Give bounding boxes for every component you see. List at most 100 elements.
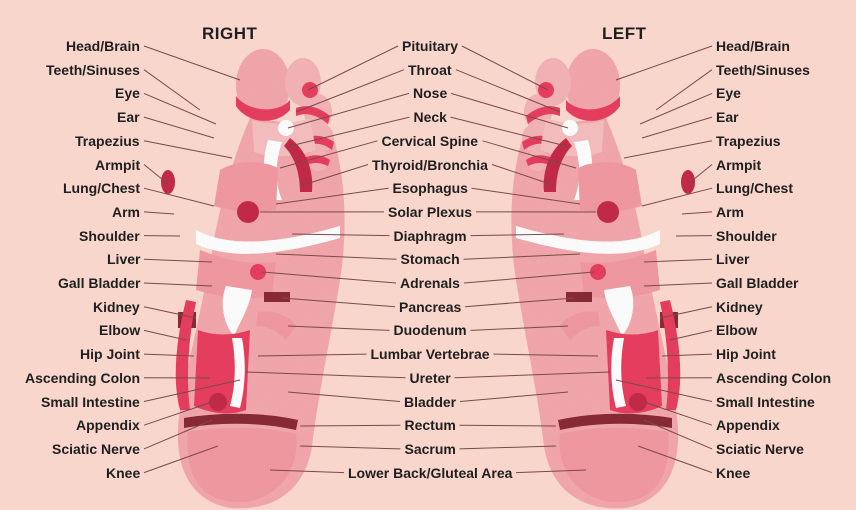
leader-center-left-duodenum [470, 325, 569, 331]
leader-center-right-throat [295, 69, 405, 113]
label-right-foot-elbow: Elbow [99, 322, 141, 339]
label-right-foot-sciatic-nerve: Sciatic Nerve [52, 440, 140, 457]
label-right-foot-ear: Ear [117, 109, 140, 126]
leader-left-foot-kidney [659, 306, 713, 319]
leader-center-left-cervical-spine [482, 140, 577, 169]
leader-center-right-adrenals [261, 271, 397, 284]
label-center-esophagus: Esophagus [392, 180, 468, 197]
label-right-foot-appendix: Appendix [76, 417, 140, 434]
leader-center-left-pituitary [461, 45, 549, 91]
label-right-foot-knee: Knee [106, 464, 141, 481]
leader-center-right-rectum [299, 424, 401, 427]
label-center-thyroid-bronchia: Thyroid/Bronchia [372, 156, 488, 173]
label-left-foot-gall-bladder: Gall Bladder [716, 275, 799, 291]
leader-right-foot-head-brain [143, 45, 241, 81]
leader-center-left-lumbar-vertebrae [493, 353, 599, 357]
label-center-throat: Throat [408, 61, 452, 78]
label-right-foot-shoulder: Shoulder [79, 227, 140, 244]
leader-center-left-ureter [454, 371, 611, 379]
label-right-foot-liver: Liver [107, 251, 141, 268]
label-center-duodenum: Duodenum [393, 322, 467, 339]
leader-center-left-neck [450, 116, 567, 147]
label-center-rectum: Rectum [404, 417, 456, 434]
leader-center-right-duodenum [287, 325, 390, 331]
leader-left-foot-eye [639, 92, 713, 125]
label-left-foot-lung-chest: Lung/Chest [716, 180, 793, 197]
leader-right-foot-elbow [143, 329, 187, 341]
label-left-foot-ear: Ear [716, 109, 739, 126]
leader-left-foot-teeth-sinuses [655, 69, 713, 111]
label-left-foot-sciatic-nerve: Sciatic Nerve [716, 440, 804, 457]
leader-center-right-pituitary [307, 45, 399, 91]
leader-left-foot-appendix [643, 401, 713, 426]
leader-left-foot-sciatic-nerve [643, 419, 713, 450]
label-center-solar-plexus: Solar Plexus [388, 203, 473, 220]
leader-center-left-esophagus [471, 187, 581, 205]
leader-center-right-neck [289, 116, 410, 147]
leader-center-right-nose [287, 92, 410, 129]
leader-center-right-esophagus [275, 187, 389, 205]
leader-center-right-bladder [287, 391, 401, 402]
label-right-foot-teeth-sinuses: Teeth/Sinuses [46, 61, 140, 78]
heading-right: RIGHT [202, 24, 258, 43]
label-center-bladder: Bladder [404, 393, 457, 410]
label-right-foot-kidney: Kidney [93, 298, 140, 315]
leader-right-foot-trapezius [143, 140, 233, 159]
leader-center-left-lower-back-gluteal-area [515, 469, 587, 474]
leader-left-foot-arm [681, 211, 713, 215]
leader-left-foot-armpit [687, 164, 713, 185]
label-left-foot-liver: Liver [716, 251, 750, 268]
leader-center-right-thyroid-bronchia [299, 164, 369, 187]
leader-right-foot-lung-chest [143, 187, 215, 207]
leader-right-foot-armpit [143, 164, 169, 185]
label-left-foot-armpit: Armpit [716, 156, 762, 173]
label-left-foot-arm: Arm [716, 203, 745, 220]
label-center-pituitary: Pituitary [402, 38, 459, 54]
left-foot [511, 49, 695, 509]
leader-right-foot-liver [143, 258, 213, 263]
label-center-sacrum: Sacrum [404, 440, 456, 457]
label-right-foot-eye: Eye [115, 85, 140, 102]
label-left-foot-teeth-sinuses: Teeth/Sinuses [716, 61, 810, 78]
label-left-foot-eye: Eye [716, 85, 741, 102]
leader-right-foot-small-intestine [143, 379, 241, 402]
label-center-stomach: Stomach [400, 251, 460, 268]
leader-center-right-ureter [245, 371, 406, 379]
leader-center-left-nose [450, 92, 569, 129]
leader-lines [143, 45, 713, 474]
leader-left-foot-liver [643, 258, 713, 263]
leader-center-right-pancreas [281, 297, 396, 308]
leader-right-foot-ear [143, 116, 215, 139]
leader-center-left-diaphragm [470, 233, 565, 237]
leader-center-right-lower-back-gluteal-area [269, 469, 345, 474]
label-left-foot-knee: Knee [716, 464, 751, 481]
leader-center-right-sacrum [299, 445, 401, 450]
label-right-foot-armpit: Armpit [95, 156, 141, 173]
leader-left-foot-hip-joint [661, 353, 713, 357]
leader-right-foot-gall-bladder [143, 282, 213, 287]
leader-center-left-pancreas [464, 297, 575, 308]
label-left-foot-head-brain: Head/Brain [716, 38, 790, 54]
label-center-lumbar-vertebrae: Lumbar Vertebrae [370, 346, 490, 363]
leader-center-left-thyroid-bronchia [491, 164, 557, 187]
label-right-foot-head-brain: Head/Brain [66, 38, 140, 54]
leader-left-foot-elbow [669, 329, 713, 341]
leader-right-foot-sciatic-nerve [143, 419, 213, 450]
label-center-pancreas: Pancreas [399, 298, 462, 315]
leader-left-foot-head-brain [615, 45, 713, 81]
leader-center-left-bladder [459, 391, 569, 402]
label-right-foot-trapezius: Trapezius [75, 132, 140, 149]
label-left-foot-kidney: Kidney [716, 298, 763, 315]
leader-left-foot-ear [641, 116, 713, 139]
leader-right-foot-teeth-sinuses [143, 69, 201, 111]
label-left-foot-small-intestine: Small Intestine [716, 393, 815, 410]
leader-left-foot-gall-bladder [643, 282, 713, 287]
leader-center-left-adrenals [463, 271, 595, 284]
heading-left: LEFT [602, 24, 647, 43]
label-right-foot-lung-chest: Lung/Chest [63, 180, 140, 197]
label-center-nose: Nose [413, 85, 448, 102]
leader-left-foot-trapezius [623, 140, 713, 159]
label-center-neck: Neck [413, 109, 447, 126]
leader-center-left-throat [455, 69, 561, 113]
